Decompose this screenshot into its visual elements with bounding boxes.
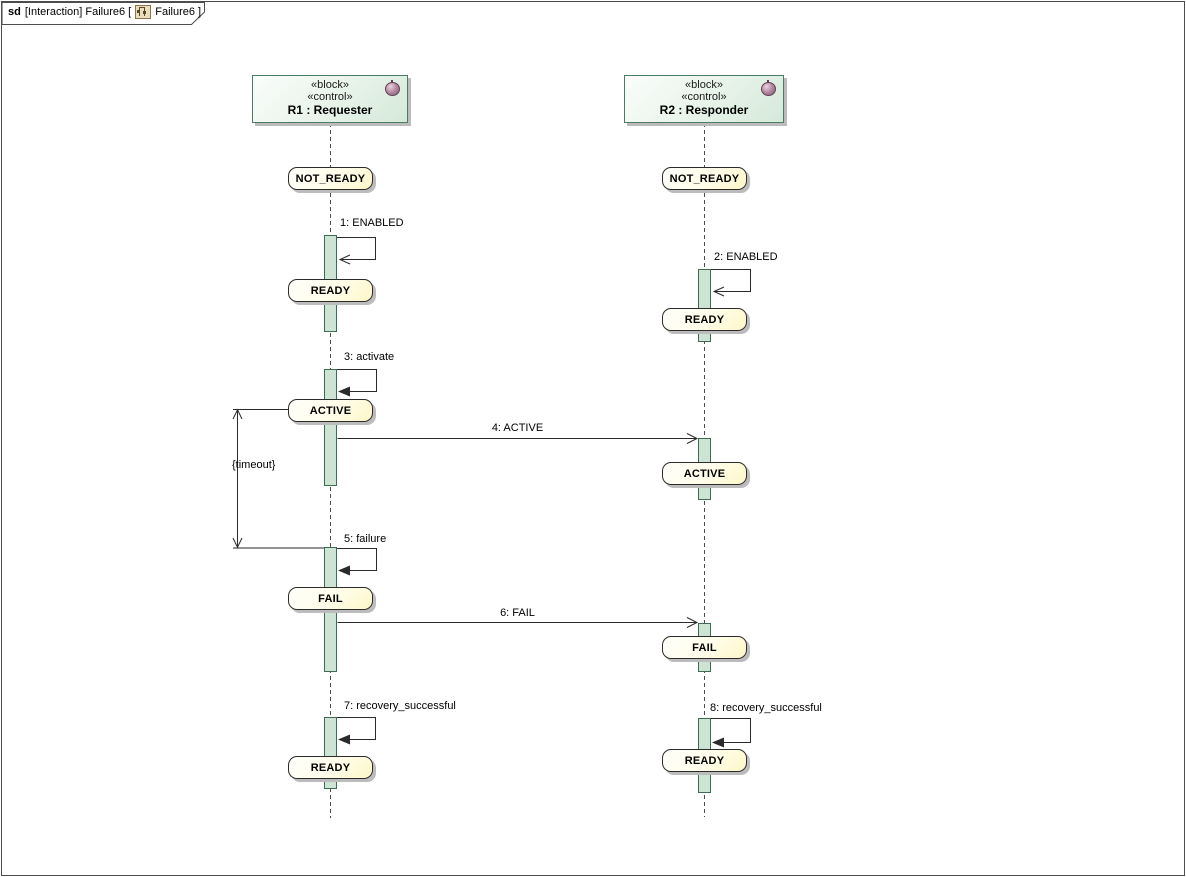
state-r2-ready-1[interactable]: READY <box>662 308 747 331</box>
lifeline-name-label: R2 : Responder <box>659 103 749 117</box>
activation-bar-r1-2[interactable] <box>324 369 337 486</box>
frame-context-label: [Interaction] Failure6 [ <box>24 6 132 18</box>
message-3-label[interactable]: 3: activate <box>344 351 395 363</box>
state-r2-active[interactable]: ACTIVE <box>662 462 747 485</box>
state-r1-active[interactable]: ACTIVE <box>288 399 373 422</box>
control-ball-icon <box>761 80 776 96</box>
sequence-diagram-icon <box>135 5 152 19</box>
state-label: READY <box>684 313 725 326</box>
state-r2-not-ready[interactable]: NOT_READY <box>662 167 747 190</box>
state-r1-not-ready[interactable]: NOT_READY <box>288 167 373 190</box>
message-6-arrow[interactable] <box>337 617 699 628</box>
message-8-self-arrow[interactable] <box>711 718 751 748</box>
stereotype-label: «control» <box>681 91 727 103</box>
state-label: ACTIVE <box>683 467 726 480</box>
duration-constraint-label[interactable]: {timeout} <box>232 459 276 471</box>
message-7-self-arrow[interactable] <box>337 717 376 745</box>
stereotype-label: «block» <box>311 79 349 91</box>
state-r1-ready-1[interactable]: READY <box>288 279 373 302</box>
state-r2-fail[interactable]: FAIL <box>662 636 747 659</box>
frame-tab-shape[interactable] <box>1 2 205 25</box>
message-5-self-arrow[interactable] <box>337 548 377 576</box>
message-2-self-arrow[interactable] <box>711 269 751 297</box>
message-1-label[interactable]: 1: ENABLED <box>340 217 404 229</box>
message-5-label[interactable]: 5: failure <box>344 533 387 545</box>
message-3-self-arrow[interactable] <box>337 369 377 397</box>
message-2-label[interactable]: 2: ENABLED <box>714 251 778 263</box>
state-r2-ready-2[interactable]: READY <box>662 749 747 772</box>
message-8-label[interactable]: 8: recovery_successful <box>710 702 822 714</box>
message-7-label[interactable]: 7: recovery_successful <box>344 700 456 712</box>
frame-tab[interactable]: sd [Interaction] Failure6 [ Failure6 ] <box>8 5 201 19</box>
state-label: FAIL <box>692 641 717 654</box>
state-label: READY <box>310 284 351 297</box>
stereotype-label: «block» <box>685 79 723 91</box>
message-6-label[interactable]: 6: FAIL <box>500 607 535 619</box>
state-label: NOT_READY <box>669 172 740 185</box>
duration-constraint-arrow[interactable] <box>232 408 325 549</box>
lifeline-name-label: R1 : Requester <box>287 103 373 117</box>
state-label: NOT_READY <box>295 172 366 185</box>
stereotype-label: «control» <box>307 91 353 103</box>
state-label: READY <box>310 761 351 774</box>
activation-bar-r2-1[interactable] <box>698 269 711 342</box>
state-label: FAIL <box>318 592 343 605</box>
state-r1-ready-2[interactable]: READY <box>288 756 373 779</box>
control-ball-icon <box>385 80 400 96</box>
lifeline-header-r2[interactable]: «block» «control» R2 : Responder <box>624 75 784 123</box>
message-1-self-arrow[interactable] <box>337 237 376 265</box>
frame-kind-label: sd <box>8 6 21 18</box>
state-label: ACTIVE <box>309 404 352 417</box>
message-4-arrow[interactable] <box>337 433 699 444</box>
message-4-label[interactable]: 4: ACTIVE <box>491 422 544 434</box>
state-r1-fail[interactable]: FAIL <box>288 587 373 610</box>
frame-diagram-name-label: Failure6 ] <box>155 6 202 18</box>
state-label: READY <box>684 754 725 767</box>
lifeline-header-r1[interactable]: «block» «control» R1 : Requester <box>252 75 408 123</box>
